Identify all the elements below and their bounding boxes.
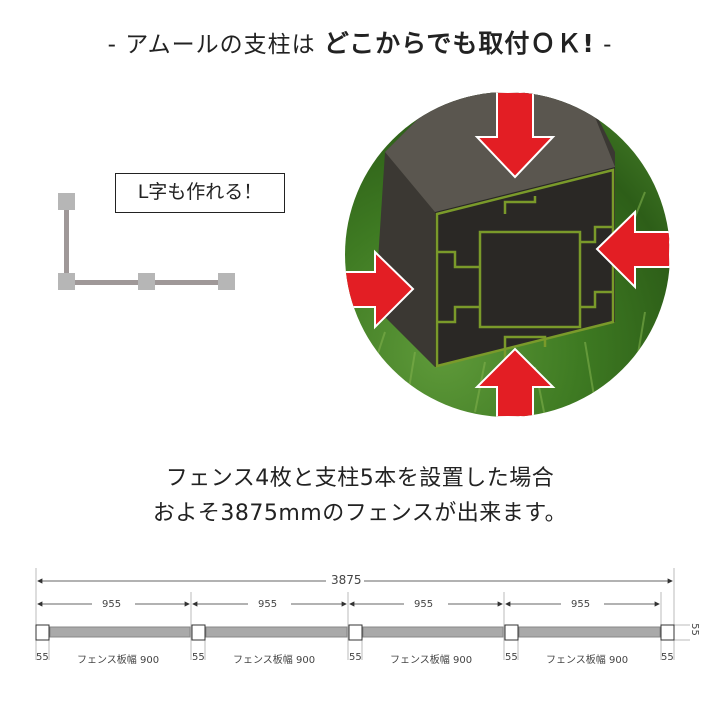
span-label: 955 — [571, 599, 591, 610]
headline-suffix: - — [594, 32, 613, 58]
post-node-end — [218, 273, 235, 290]
post-photo — [345, 92, 670, 417]
panel-width-label: フェンス板幅 900 — [390, 655, 473, 666]
arrow-left-icon — [595, 209, 670, 290]
l-shape-label: L字も作れる！ — [115, 173, 285, 213]
description-line-2: およそ3875mmのフェンスが出来ます。 — [152, 501, 568, 526]
span-label: 955 — [414, 599, 434, 610]
post-width-label: 55 — [349, 652, 362, 663]
l-shape-diagram — [0, 0, 300, 300]
post-height-label: 55 — [688, 623, 700, 636]
total-width-label: 3875 — [331, 573, 362, 587]
arrow-up-icon — [474, 347, 556, 417]
arrow-down-icon — [474, 92, 556, 179]
post-node-middle — [138, 273, 155, 290]
headline-emphasis: どこからでも取付ＯＫ! — [323, 29, 595, 58]
post-node-top — [58, 193, 75, 210]
headline-prefix: - アムールの支柱は — [107, 32, 324, 58]
vertical-rail — [64, 205, 69, 280]
dimension-lines — [35, 568, 690, 660]
headline: - アムールの支柱は どこからでも取付ＯＫ! - — [0, 24, 720, 60]
post-node-corner — [58, 273, 75, 290]
description-line-1: フェンス4枚と支柱5本を設置した場合 — [165, 466, 555, 491]
panel-width-label: フェンス板幅 900 — [77, 655, 160, 666]
post-width-label: 55 — [36, 652, 49, 663]
dimension-diagram: 3875 955 955 955 955 55 55 55 55 55 フェンス… — [0, 560, 720, 720]
span-label: 955 — [258, 599, 278, 610]
span-label: 955 — [102, 599, 122, 610]
post-width-label: 55 — [505, 652, 518, 663]
post-width-label: 55 — [661, 652, 674, 663]
post-width-label: 55 — [192, 652, 205, 663]
panel-width-label: フェンス板幅 900 — [546, 655, 629, 666]
post-cross-section-illustration — [345, 92, 670, 417]
panel-width-label: フェンス板幅 900 — [233, 655, 316, 666]
